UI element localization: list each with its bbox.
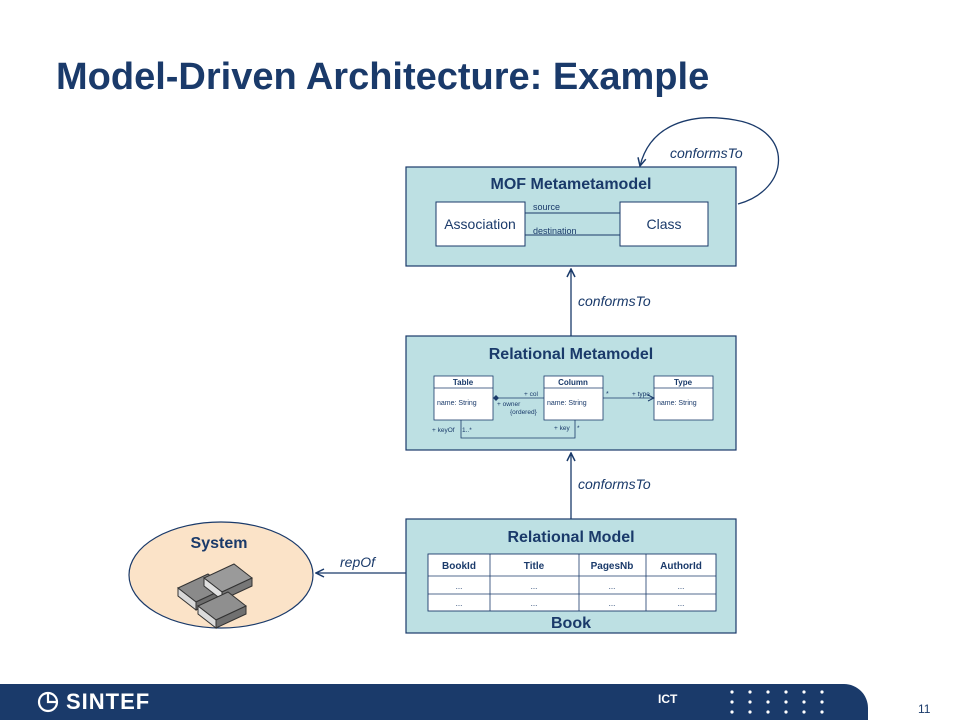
role-keyof: + keyOf <box>432 427 455 434</box>
role-owner: + owner <box>497 401 521 408</box>
type-class-box <box>653 375 714 421</box>
role-ordered: {ordered} <box>510 409 538 416</box>
role-key: + key <box>554 425 570 432</box>
role-key-mult: * <box>577 425 580 432</box>
destination-label: destination <box>533 226 577 236</box>
association-label: Association <box>444 216 516 232</box>
book-cell: ... <box>456 599 463 608</box>
mof-title: MOF Metametamodel <box>491 176 652 193</box>
relational-metamodel-title: Relational Metamodel <box>489 346 653 363</box>
mof-self-loop <box>640 117 780 205</box>
composition-diamond <box>493 395 499 401</box>
book-cell: ... <box>531 599 538 608</box>
conforms-label-model-to-meta: conformsTo <box>578 476 651 492</box>
sintef-logo-icon <box>37 691 59 713</box>
footer-unit: ICT <box>658 692 678 706</box>
book-cell: ... <box>609 599 616 608</box>
type-class-attr: name: String <box>657 400 697 407</box>
books-icon <box>177 563 253 630</box>
role-star: * <box>606 391 609 398</box>
source-label: source <box>533 202 560 212</box>
book-cell: ... <box>456 582 463 591</box>
footer-bar <box>0 684 868 720</box>
association-class-box <box>435 201 526 247</box>
column-class-box <box>543 375 604 421</box>
book-header-title: Title <box>524 561 545 572</box>
relational-model-title: Relational Model <box>507 529 634 546</box>
mof-self-link-label: conformsTo <box>670 145 743 161</box>
conforms-label-meta-to-mof: conformsTo <box>578 293 651 309</box>
relational-metamodel-box: Relational Metamodel Table name: String … <box>405 335 737 451</box>
slide-title: Model-Driven Architecture: Example <box>56 56 710 98</box>
class-label: Class <box>646 216 681 232</box>
table-class-box <box>433 375 494 421</box>
column-class-header: Column <box>558 378 588 387</box>
repof-label: repOf <box>340 554 377 570</box>
table-class-attr: name: String <box>437 400 477 407</box>
book-table-name: Book <box>551 615 591 632</box>
class-class-box <box>619 201 709 247</box>
page-number: 11 <box>918 702 931 716</box>
system-label: System <box>191 535 248 552</box>
book-cell: ... <box>531 582 538 591</box>
relational-model-box: Relational Model BookId Title PagesNb Au… <box>405 518 737 634</box>
book-header-bookid: BookId <box>442 561 476 572</box>
role-type: + type <box>632 391 650 398</box>
book-header-authorid: AuthorId <box>660 561 702 572</box>
sintef-logo-text: SINTEF <box>66 689 151 714</box>
book-header-pagesnb: PagesNb <box>591 561 634 572</box>
type-class-header: Type <box>674 378 693 387</box>
mof-metametamodel-box: MOF Metametamodel Association Class sour… <box>405 166 737 267</box>
key-link <box>460 420 576 439</box>
table-class-header: Table <box>453 378 474 387</box>
book-cell: ... <box>678 599 685 608</box>
column-class-attr: name: String <box>547 400 587 407</box>
role-col: + col <box>524 391 538 398</box>
book-cell: ... <box>678 582 685 591</box>
book-cell: ... <box>609 582 616 591</box>
footer-dots-icon <box>730 690 824 714</box>
book-table <box>427 553 717 612</box>
role-keyof-mult: 1..* <box>462 427 472 434</box>
